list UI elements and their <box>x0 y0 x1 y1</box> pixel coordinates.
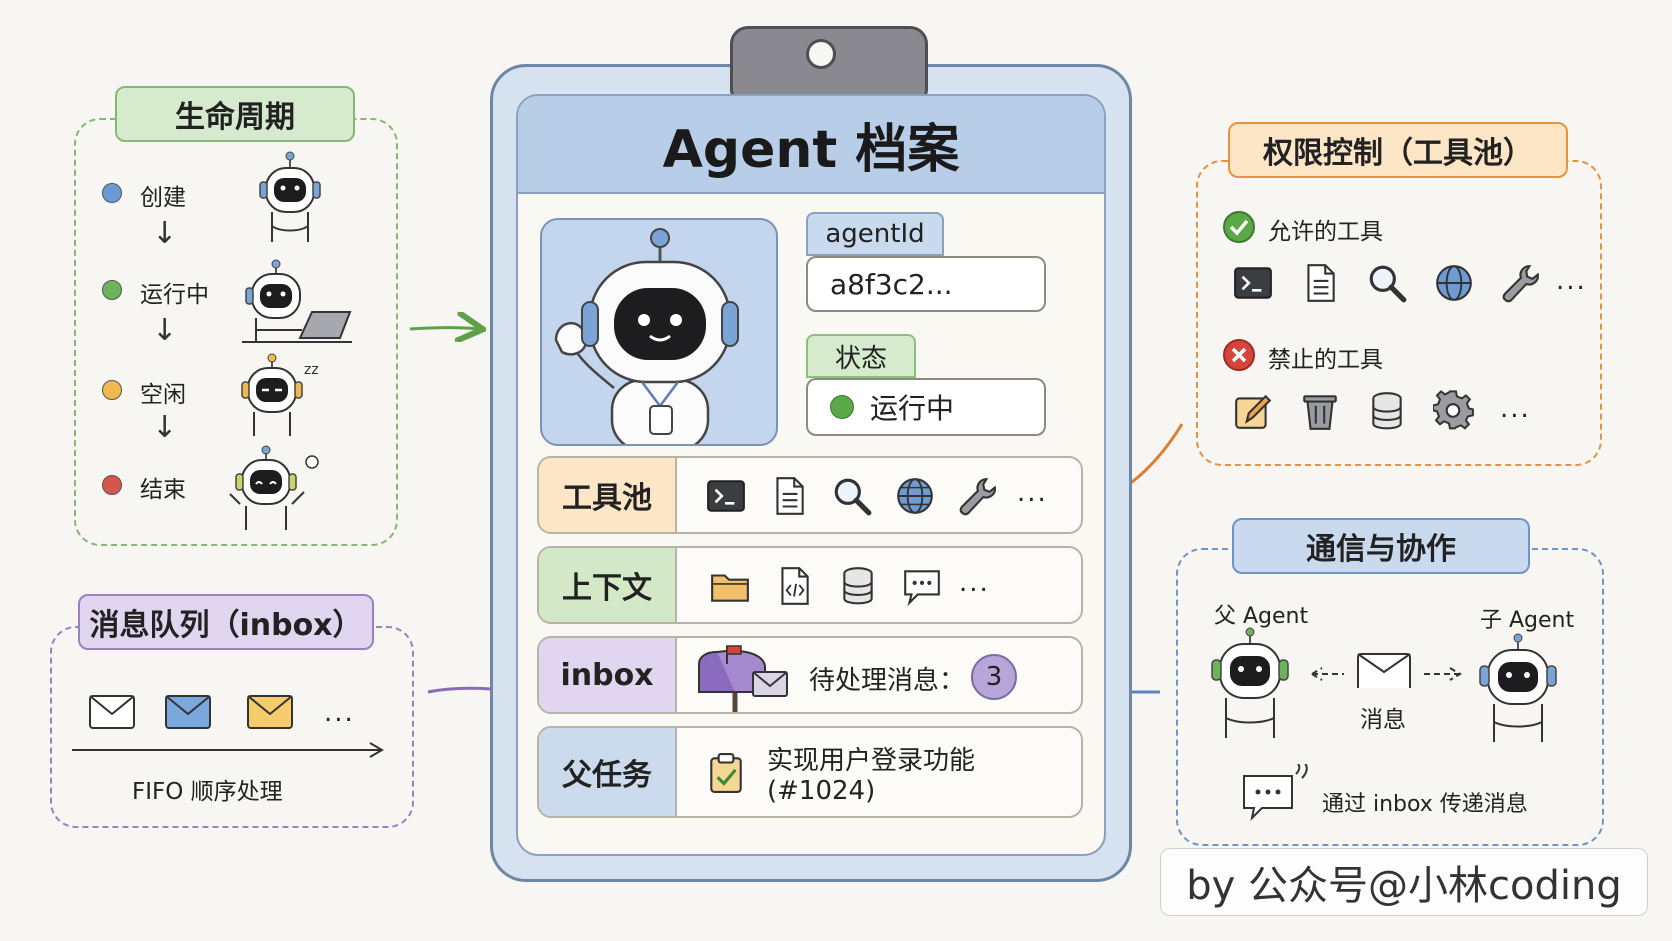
search-icon <box>1364 260 1410 306</box>
database-icon <box>1364 388 1410 434</box>
gear-icon <box>1431 388 1477 434</box>
tools-row: 工具池 ... <box>537 456 1083 534</box>
lifecycle-title: 生命周期 <box>115 86 355 142</box>
globe-icon <box>892 473 938 519</box>
state-dot-idle <box>102 380 122 400</box>
parent-task-row: 父任务 实现用户登录功能 (#1024) <box>537 726 1083 818</box>
waving-robot-icon <box>554 228 739 444</box>
robot-idle-icon: zz <box>241 353 319 436</box>
queue-caption: FIFO 顺序处理 <box>132 779 283 805</box>
svg-text:zz: zz <box>304 362 319 378</box>
chat-icon <box>899 563 945 609</box>
message-label: 消息 <box>1360 707 1406 733</box>
task-number: (#1024) <box>767 776 876 806</box>
trash-icon <box>1297 388 1343 434</box>
clipboard-check-icon <box>703 750 749 796</box>
mailbox-icon <box>693 642 793 712</box>
state-idle: 空闲 <box>140 382 186 408</box>
denied-label: 禁止的工具 <box>1268 347 1383 373</box>
pencil-icon <box>1230 388 1276 434</box>
search-icon <box>829 473 875 519</box>
child-robot-icon <box>1479 633 1557 742</box>
tools-row-label: 工具池 <box>539 458 677 532</box>
document-icon <box>1297 260 1343 306</box>
envelope-icon <box>89 695 135 729</box>
permissions-title: 权限控制（工具池） <box>1228 122 1568 178</box>
allowed-more: ... <box>1556 266 1587 296</box>
code-file-icon <box>771 563 817 609</box>
agent-id-field: a8f3c2... <box>806 256 1046 312</box>
pending-count-badge: 3 <box>971 654 1017 700</box>
state-dot-running <box>102 280 122 300</box>
wrench-icon <box>1498 260 1544 306</box>
envelope-icon <box>247 695 293 729</box>
queue-title: 消息队列（inbox） <box>78 594 374 650</box>
context-row-label: 上下文 <box>539 548 677 622</box>
status-dot <box>830 395 854 419</box>
robot-ended-icon <box>229 445 319 530</box>
database-icon <box>835 563 881 609</box>
state-created: 创建 <box>140 185 186 211</box>
clipboard-clip <box>730 26 928 100</box>
robot-running-icon <box>242 259 352 343</box>
arrow-down-icon: ↓ <box>152 313 178 348</box>
terminal-icon <box>1230 260 1276 306</box>
parent-agent-label: 父 Agent <box>1214 604 1309 629</box>
allowed-label: 允许的工具 <box>1268 219 1383 245</box>
cross-circle-icon <box>1223 339 1255 371</box>
agent-id-value: a8f3c2... <box>830 267 953 301</box>
queue-more: ... <box>324 698 355 728</box>
queue-direction-arrow <box>72 742 384 758</box>
inbox-row: inbox 待处理消息： 3 <box>537 636 1083 714</box>
agent-avatar <box>540 218 778 446</box>
state-dot-created <box>102 183 122 203</box>
context-row: 上下文 ... <box>537 546 1083 624</box>
status-value: 运行中 <box>870 392 955 425</box>
message-exchange-icon <box>1311 653 1462 688</box>
robot-created-icon <box>259 151 321 242</box>
communication-caption: 通过 inbox 传递消息 <box>1322 792 1528 817</box>
check-circle-icon <box>1223 211 1255 243</box>
lifecycle-arrow <box>409 328 480 330</box>
document-icon <box>766 473 812 519</box>
state-running: 运行中 <box>140 282 209 308</box>
page-title: Agent 档案 <box>662 119 960 180</box>
parent-task-row-label: 父任务 <box>539 728 677 816</box>
child-agent-label: 子 Agent <box>1480 608 1575 633</box>
task-title: 实现用户登录功能 <box>767 746 976 776</box>
state-ended: 结束 <box>140 477 186 503</box>
folder-icon <box>707 563 753 609</box>
tools-more: ... <box>1017 478 1048 508</box>
watermark: by 公众号@小林coding <box>1160 848 1648 916</box>
wrench-icon <box>955 473 1001 519</box>
envelope-icon <box>165 695 211 729</box>
card-header: Agent 档案 <box>518 96 1104 194</box>
inbox-row-label: inbox <box>539 638 677 712</box>
terminal-icon <box>703 473 749 519</box>
denied-more: ... <box>1500 394 1531 424</box>
status-label: 状态 <box>806 334 916 378</box>
chat-bubble-icon <box>1243 764 1308 822</box>
globe-icon <box>1431 260 1477 306</box>
status-field: 运行中 <box>806 378 1046 436</box>
state-dot-ended <box>102 475 122 495</box>
agent-id-label: agentId <box>806 212 944 256</box>
arrow-down-icon: ↓ <box>152 410 178 445</box>
arrow-down-icon: ↓ <box>152 216 178 251</box>
parent-robot-icon <box>1211 627 1289 738</box>
communication-title: 通信与协作 <box>1232 518 1530 574</box>
pending-label: 待处理消息： <box>809 666 966 696</box>
context-more: ... <box>959 568 990 598</box>
